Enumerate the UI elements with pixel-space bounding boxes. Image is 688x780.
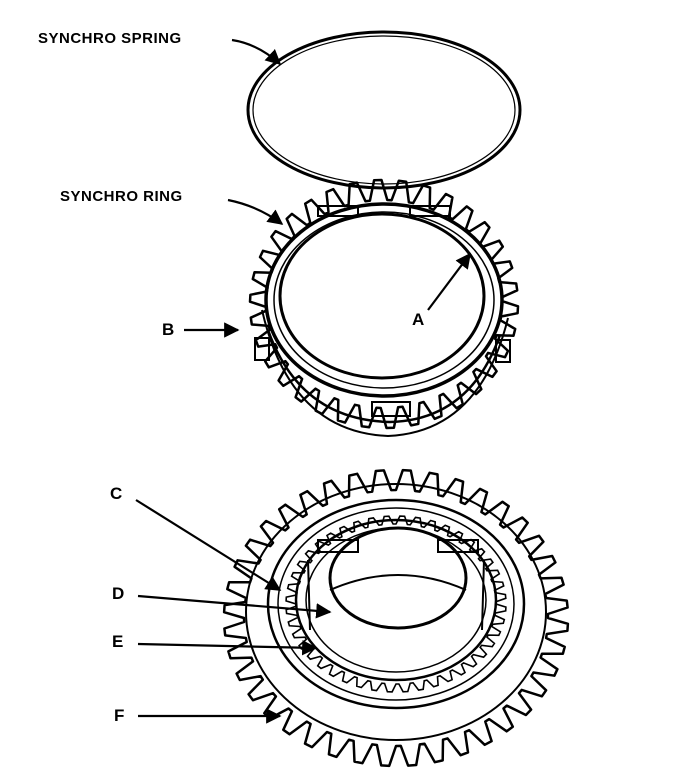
label-a: A: [412, 310, 425, 329]
leader-synchro-ring: [227, 198, 284, 225]
synchro-spring-drawing: [246, 30, 522, 190]
label-synchro-ring: SYNCHRO RING: [60, 188, 183, 205]
label-e: E: [112, 632, 124, 651]
label-f: F: [114, 706, 125, 725]
leader-e: [137, 639, 318, 656]
label-synchro-spring: SYNCHRO SPRING: [38, 30, 182, 47]
label-d: D: [112, 584, 125, 603]
synchro-ring-drawing: [248, 178, 520, 438]
label-b: B: [162, 320, 175, 339]
synchro-ring-teeth: [248, 178, 520, 430]
leader-a: [427, 252, 471, 311]
leader-c: [135, 499, 282, 591]
gear-teeth: [222, 468, 570, 768]
gear-drawing: [222, 468, 570, 768]
label-c: C: [110, 484, 123, 503]
leader-d: [137, 594, 332, 619]
leader-lines: [135, 38, 471, 724]
gear-cone-teeth: [285, 515, 507, 693]
leader-synchro-spring: [231, 38, 282, 66]
